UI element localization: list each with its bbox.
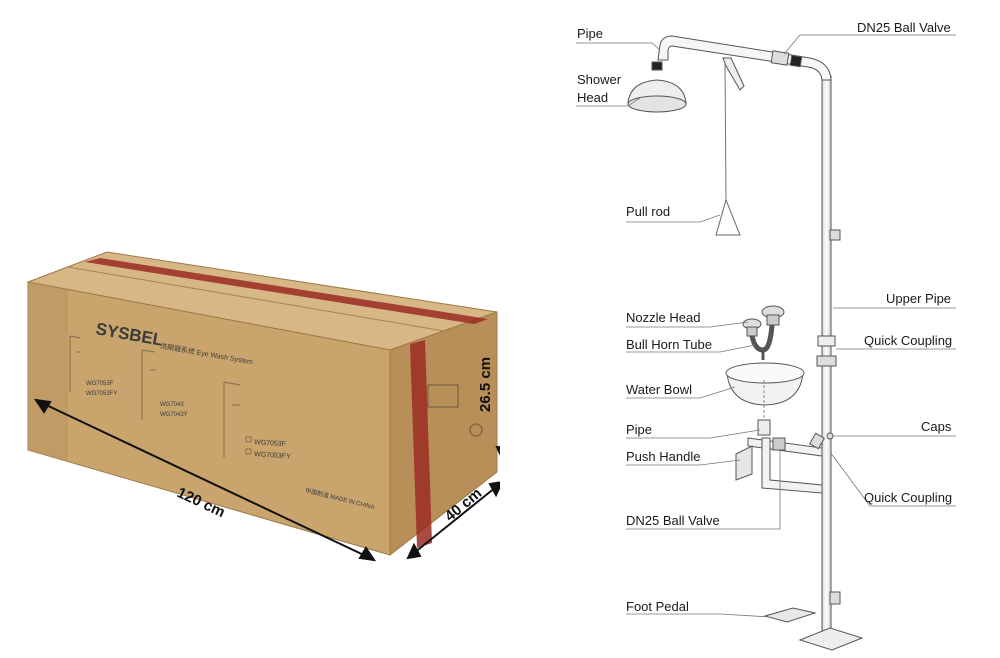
caps [826, 432, 834, 440]
pull-rod-handle [715, 198, 741, 236]
label-pull-rod: Pull rod [626, 204, 671, 219]
label-shower-head-line1: Shower [577, 72, 622, 87]
pull-rod [724, 61, 727, 201]
label-shower-head-line2: Head [577, 90, 609, 105]
label-caps: Caps [921, 419, 952, 434]
label-pipe-top: Pipe [577, 26, 604, 41]
box-model-2: WG7053FY [254, 451, 291, 461]
dim-arrow-width [413, 486, 497, 554]
label-dn25-ball-valve-top: DN25 Ball Valve [857, 20, 951, 35]
base-plate [798, 627, 864, 651]
label-bull-horn-tube: Bull Horn Tube [626, 337, 712, 352]
push-handle [735, 445, 753, 481]
label-quick-coupling-lower: Quick Coupling [864, 490, 953, 505]
svg-text:WG7043: WG7043 [160, 402, 184, 408]
label-dn25-ball-valve-lower: DN25 Ball Valve [626, 513, 720, 528]
box-tape-top [85, 258, 488, 324]
label-push-handle: Push Handle [626, 449, 701, 464]
svg-text:WG7053FY: WG7053FY [86, 391, 117, 397]
upper-pipe [821, 75, 832, 632]
label-nozzle-head: Nozzle Head [626, 310, 701, 325]
top-pipe [657, 35, 832, 81]
label-foot-pedal: Foot Pedal [626, 599, 689, 614]
box-tape-front [410, 340, 432, 548]
dim-arrow-length [41, 402, 369, 558]
label-water-bowl: Water Bowl [626, 382, 692, 397]
foot-pedal [763, 607, 817, 623]
label-pipe-lower: Pipe [626, 422, 653, 437]
label-quick-coupling-upper: Quick Coupling [864, 333, 953, 348]
svg-text:WG7053F: WG7053F [86, 381, 114, 387]
label-upper-pipe: Upper Pipe [886, 291, 952, 306]
ball-valve-top [770, 50, 790, 66]
svg-text:WG7043Y: WG7043Y [160, 412, 188, 418]
dim-height-label: 26.5 cm [477, 357, 494, 412]
box-illustration: WG7053F WG7053FY WG7043 WG7043Y SYSBEL 洗… [26, 251, 500, 562]
ball-valve-lower [772, 437, 786, 451]
box-model-1: WG7053F [254, 439, 286, 448]
quick-coupling-upper [817, 335, 836, 347]
